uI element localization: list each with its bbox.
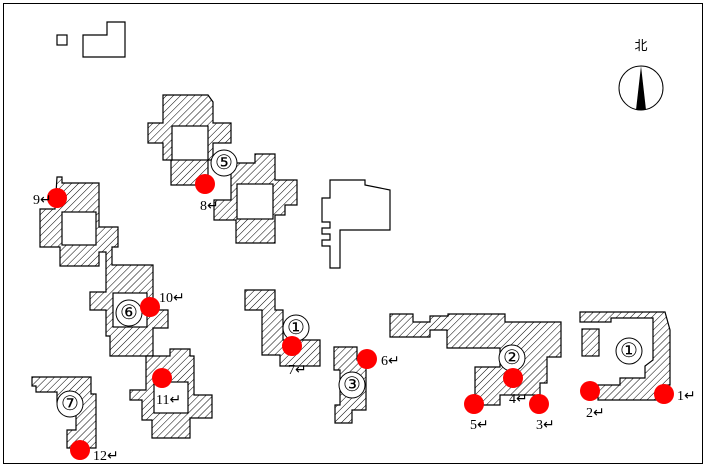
building-5: ⑤ bbox=[147, 94, 298, 244]
north-needle-icon bbox=[636, 66, 646, 110]
small-building bbox=[56, 34, 68, 46]
building-label: ⑤ bbox=[215, 152, 233, 174]
point-label: 5↵ bbox=[470, 418, 489, 433]
measurement-points: 1↵ 2↵ 3↵ 4↵ 5↵ 6↵ 7↵ 8↵ 9↵ 10↵ 11↵ 12↵ bbox=[33, 174, 696, 464]
building-7: ⑦ bbox=[31, 376, 97, 449]
point-label: 7↵ bbox=[288, 363, 307, 378]
building-label: ③ bbox=[343, 374, 361, 396]
point-label: 12↵ bbox=[93, 449, 119, 464]
point-label: 9↵ bbox=[33, 193, 52, 208]
point-1 bbox=[654, 384, 674, 404]
building-label: ② bbox=[503, 347, 521, 369]
building-1-right: ① bbox=[579, 311, 671, 401]
building-label: ① bbox=[287, 317, 305, 339]
building-6: ⑥ bbox=[39, 176, 213, 439]
north-label: 北 bbox=[634, 39, 647, 54]
point-label: 8↵ bbox=[200, 199, 219, 214]
point-10 bbox=[140, 297, 160, 317]
small-building bbox=[82, 21, 126, 58]
point-label: 1↵ bbox=[677, 389, 696, 404]
unshaded-building bbox=[321, 179, 391, 269]
point-3 bbox=[529, 394, 549, 414]
building-label: ① bbox=[620, 340, 638, 362]
point-5 bbox=[464, 394, 484, 414]
point-9 bbox=[47, 188, 67, 208]
point-11 bbox=[152, 368, 172, 388]
point-8 bbox=[195, 174, 215, 194]
building-3: ③ bbox=[333, 346, 367, 424]
point-4 bbox=[503, 368, 523, 388]
building-label: ⑦ bbox=[61, 393, 79, 415]
point-label: 6↵ bbox=[381, 354, 400, 369]
north-arrow: 北 bbox=[618, 39, 664, 111]
point-label: 3↵ bbox=[536, 418, 555, 433]
building-label: ⑥ bbox=[120, 302, 138, 324]
point-2 bbox=[580, 381, 600, 401]
point-label: 2↵ bbox=[586, 406, 605, 421]
point-label: 4↵ bbox=[509, 392, 528, 407]
point-7 bbox=[282, 336, 302, 356]
point-6 bbox=[357, 349, 377, 369]
point-label: 11↵ bbox=[156, 393, 181, 408]
point-12 bbox=[70, 440, 90, 460]
point-label: 10↵ bbox=[159, 291, 185, 306]
